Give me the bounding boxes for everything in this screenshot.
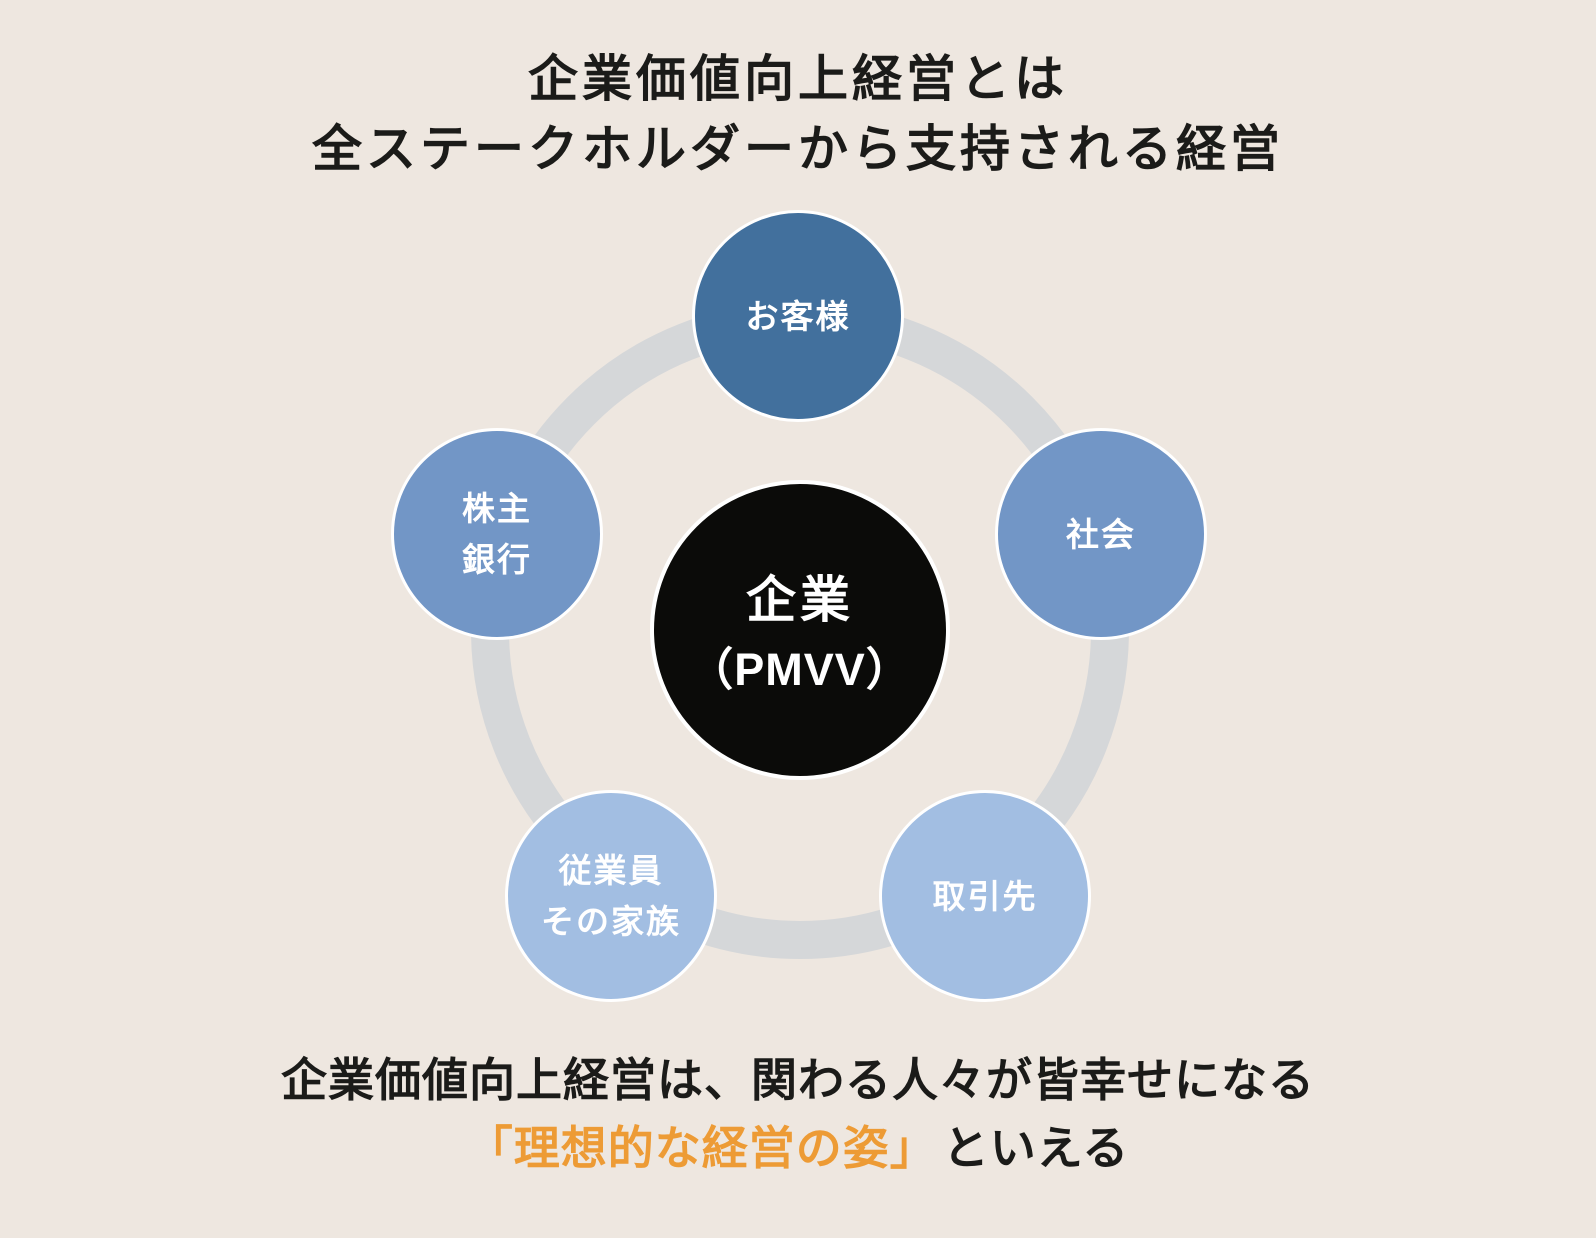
stakeholder-label-banks: 銀行 xyxy=(462,541,532,578)
company-label: 企業 xyxy=(746,572,854,628)
slide-title-line2: 全ステークホルダーから支持される経営 xyxy=(312,121,1284,177)
company-pmvv-label: （PMVV） xyxy=(688,644,912,695)
stakeholder-circle-partners: 取引先 xyxy=(879,790,1091,1002)
stakeholder-label-families: その家族 xyxy=(541,903,681,940)
slide-title-line1: 企業価値向上経営とは xyxy=(528,51,1068,107)
stakeholder-label-employees: 従業員 xyxy=(558,852,664,889)
slide-footer: 企業価値向上経営は、関わる人々が皆幸せになる 「理想的な経営の姿」といえる xyxy=(0,1046,1596,1182)
stakeholder-label-shareholders: 株主 xyxy=(462,490,532,527)
company-center-circle: 企業 （PMVV） xyxy=(650,480,950,780)
stakeholder-label-customers: お客様 xyxy=(745,297,851,335)
footer-line2: 「理想的な経営の姿」といえる xyxy=(0,1114,1596,1182)
stakeholder-circle-shareholders-banks: 株主 銀行 xyxy=(391,428,603,640)
slide-title: 企業価値向上経営とは 全ステークホルダーから支持される経営 xyxy=(0,44,1596,184)
footer-highlight-orange: 「理想的な経営の姿」 xyxy=(466,1122,937,1174)
stakeholder-label-society: 社会 xyxy=(1066,515,1136,553)
stakeholder-label-partners: 取引先 xyxy=(932,877,1038,915)
stakeholder-circle-society: 社会 xyxy=(995,428,1207,640)
stakeholder-circle-customers: お客様 xyxy=(692,210,904,422)
footer-line2-rest: といえる xyxy=(942,1122,1130,1174)
stakeholder-circle-employees-families: 従業員 その家族 xyxy=(505,790,717,1002)
footer-line1: 企業価値向上経営は、関わる人々が皆幸せになる xyxy=(281,1054,1315,1106)
